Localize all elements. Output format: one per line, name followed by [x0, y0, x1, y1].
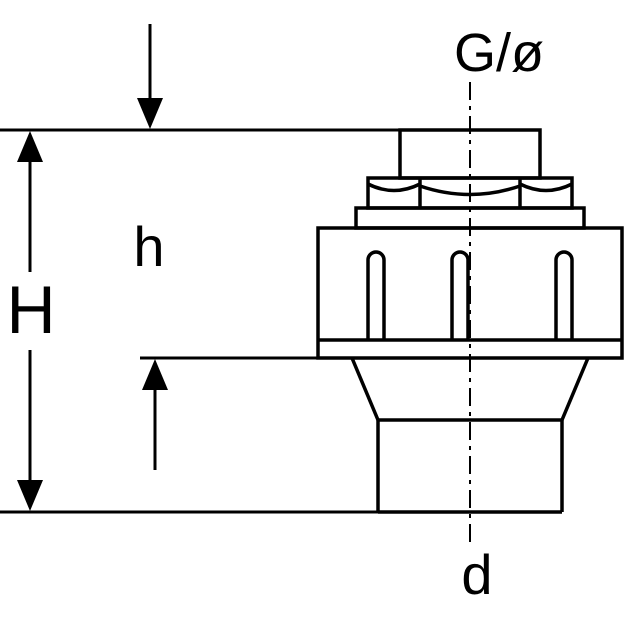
taper-right-edge [560, 357, 590, 421]
arrow-down-icon [17, 480, 43, 511]
label-thread-size: G/ø [454, 23, 544, 83]
knurl-groove-right [554, 250, 574, 340]
arrow-down-icon [137, 98, 163, 129]
hex-chamfer-arc [519, 182, 573, 193]
arrow-up-icon [142, 359, 168, 390]
arrow-up-icon [17, 131, 43, 162]
hex-chamfer-arc [419, 184, 521, 197]
hex-chamfer-arc [367, 182, 421, 193]
union-nut [316, 226, 624, 360]
label-diameter: d [461, 543, 492, 606]
label-total-height: H [6, 272, 55, 348]
taper-left-edge [350, 357, 380, 421]
label-partial-height: h [133, 215, 164, 278]
knurl-groove-center [450, 250, 470, 340]
knurl-groove-left [366, 250, 386, 340]
